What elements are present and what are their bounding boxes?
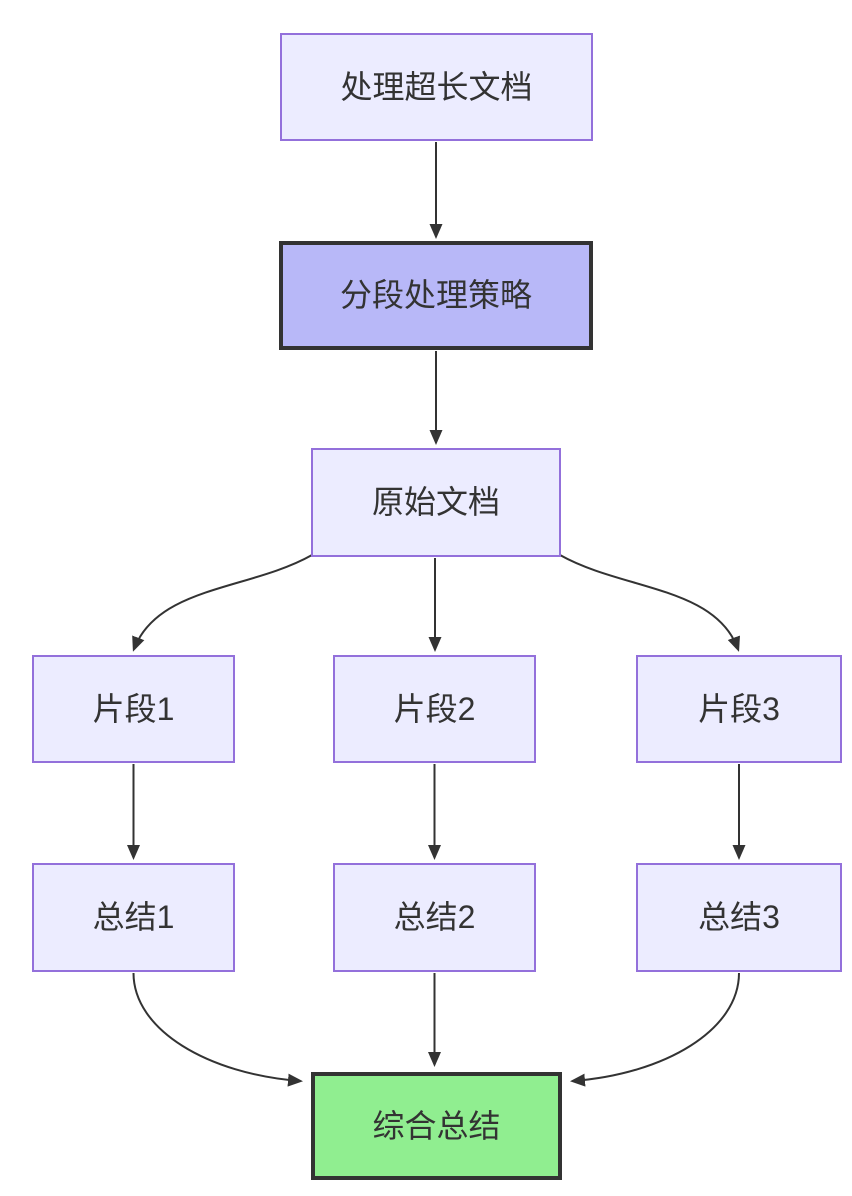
node-label: 总结3 xyxy=(698,899,780,936)
node-label: 片段1 xyxy=(92,690,175,727)
node-label: 片段2 xyxy=(393,690,476,727)
edge-c-d3 xyxy=(559,554,740,652)
node-label: 片段3 xyxy=(698,690,780,727)
edge-e3-f xyxy=(570,972,740,1087)
node-summary-1: 总结1 xyxy=(32,863,235,972)
node-segmentation-strategy: 分段处理策略 xyxy=(279,241,593,350)
node-label: 总结1 xyxy=(92,899,175,936)
node-label: 处理超长文档 xyxy=(340,68,533,105)
node-original-document: 原始文档 xyxy=(311,448,561,557)
node-label: 原始文档 xyxy=(371,484,500,521)
node-summary-2: 总结2 xyxy=(333,863,536,972)
node-fragment-3: 片段3 xyxy=(636,655,842,763)
node-handle-long-document: 处理超长文档 xyxy=(280,33,593,141)
edge-e1-f xyxy=(132,972,303,1087)
node-summary-3: 总结3 xyxy=(636,863,842,972)
node-fragment-1: 片段1 xyxy=(32,655,235,763)
node-label: 分段处理策略 xyxy=(339,277,532,314)
node-final-summary: 综合总结 xyxy=(311,1072,562,1180)
node-fragment-2: 片段2 xyxy=(333,655,536,763)
edge-c-d1 xyxy=(132,554,313,652)
node-label: 总结2 xyxy=(393,899,476,936)
node-label: 综合总结 xyxy=(372,1107,501,1144)
